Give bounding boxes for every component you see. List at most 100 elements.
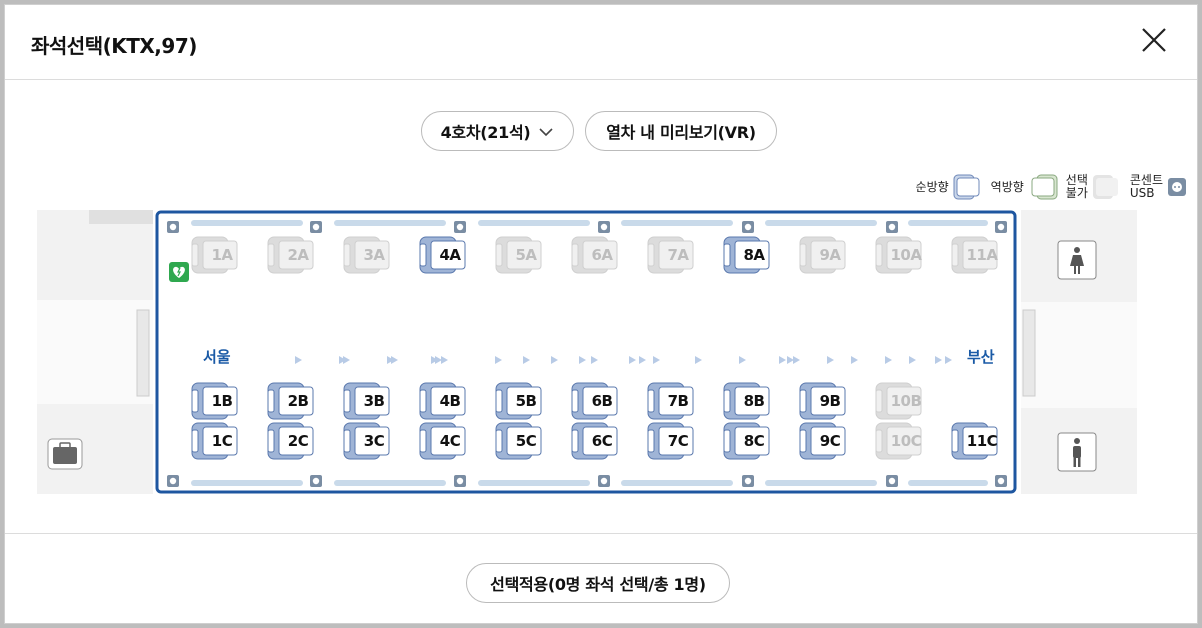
seat-4B[interactable]: 4B — [419, 382, 467, 420]
direction-arrow-icon — [785, 350, 797, 364]
luggage-icon — [47, 438, 83, 470]
outlet-icon — [886, 472, 898, 487]
seat-label: 8C — [743, 432, 765, 450]
unavailable-seat-icon — [1092, 175, 1118, 199]
seat-label: 9A — [819, 246, 841, 264]
seat-9B[interactable]: 9B — [799, 382, 847, 420]
seat-2A: 2A — [267, 236, 315, 274]
defibrillator-icon — [169, 262, 189, 282]
seat-9C[interactable]: 9C — [799, 422, 847, 460]
seat-10A: 10A — [875, 236, 923, 274]
outlet-icon — [1168, 178, 1186, 196]
direction-arrow-icon — [493, 350, 505, 364]
seat-label: 10C — [890, 432, 922, 450]
close-icon[interactable] — [1137, 23, 1171, 57]
departure-city: 서울 — [203, 348, 231, 366]
outlet-icon — [742, 218, 754, 233]
seat-label: 3C — [363, 432, 385, 450]
seat-label: 4C — [439, 432, 461, 450]
seat-2B[interactable]: 2B — [267, 382, 315, 420]
direction-arrow-icon — [737, 350, 749, 364]
seat-5B[interactable]: 5B — [495, 382, 543, 420]
window-rail — [765, 220, 877, 226]
outlet-icon — [454, 218, 466, 233]
direction-arrow-icon — [933, 350, 945, 364]
outlet-icon — [886, 218, 898, 233]
seat-1B[interactable]: 1B — [191, 382, 239, 420]
seat-label: 2A — [287, 246, 309, 264]
seat-7C[interactable]: 7C — [647, 422, 695, 460]
seat-1C[interactable]: 1C — [191, 422, 239, 460]
seat-8A[interactable]: 8A — [723, 236, 771, 274]
seat-11C[interactable]: 11C — [951, 422, 999, 460]
seat-label: 5C — [515, 432, 537, 450]
window-rail — [765, 480, 877, 486]
outlet-icon — [167, 472, 179, 487]
direction-arrow-icon — [521, 350, 533, 364]
direction-arrow-icon — [549, 350, 561, 364]
seat-3C[interactable]: 3C — [343, 422, 391, 460]
car-controls: 4호차(21석) 열차 내 미리보기(VR) — [5, 111, 1197, 153]
seat-7B[interactable]: 7B — [647, 382, 695, 420]
seat-label: 2C — [287, 432, 309, 450]
seat-label: 11A — [966, 246, 998, 264]
seat-label: 4A — [439, 246, 461, 264]
seat-3A: 3A — [343, 236, 391, 274]
direction-arrow-icon — [433, 350, 445, 364]
seat-label: 7C — [667, 432, 689, 450]
direction-arrow-icon — [777, 350, 789, 364]
seat-6C[interactable]: 6C — [571, 422, 619, 460]
car-select-dropdown[interactable]: 4호차(21석) — [421, 111, 574, 151]
seat-label: 3A — [363, 246, 385, 264]
seat-11A: 11A — [951, 236, 999, 274]
outlet-icon — [454, 472, 466, 487]
direction-arrow-icon — [943, 350, 955, 364]
seat-2C[interactable]: 2C — [267, 422, 315, 460]
seat-8B[interactable]: 8B — [723, 382, 771, 420]
seat-4C[interactable]: 4C — [419, 422, 467, 460]
apply-selection-button[interactable]: 선택적용(0명 좌석 선택/총 1명) — [466, 563, 730, 603]
window-rail — [191, 220, 303, 226]
car-select-label: 4호차(21석) — [440, 123, 531, 142]
seat-label: 7B — [667, 392, 689, 410]
seat-4A[interactable]: 4A — [419, 236, 467, 274]
seat-5C[interactable]: 5C — [495, 422, 543, 460]
direction-arrow-icon — [627, 350, 639, 364]
seat-selection-dialog: 좌석선택(KTX,97) 4호차(21석) 열차 내 미리보기(VR) 순방향 … — [4, 4, 1198, 624]
seat-label: 10B — [890, 392, 922, 410]
window-rail — [621, 480, 733, 486]
direction-arrow-icon — [907, 350, 919, 364]
seat-6B[interactable]: 6B — [571, 382, 619, 420]
direction-arrow-icon — [589, 350, 601, 364]
seat-3B[interactable]: 3B — [343, 382, 391, 420]
seat-label: 6B — [591, 392, 613, 410]
arrival-city: 부산 — [967, 348, 995, 366]
footer-divider — [5, 533, 1197, 534]
seat-label: 9C — [819, 432, 841, 450]
seat-label: 6A — [591, 246, 613, 264]
men-restroom-icon — [1057, 432, 1097, 472]
seat-label: 10A — [890, 246, 922, 264]
outlet-icon — [310, 218, 322, 233]
legend-forward: 순방향 — [916, 174, 983, 200]
dialog-title: 좌석선택(KTX,97) — [31, 34, 197, 58]
window-rail — [908, 480, 988, 486]
seat-label: 1A — [211, 246, 233, 264]
seat-label: 2B — [287, 392, 309, 410]
seat-6A: 6A — [571, 236, 619, 274]
outlet-icon — [310, 472, 322, 487]
direction-arrow-icon — [429, 350, 441, 364]
outlet-icon — [598, 472, 610, 487]
direction-arrow-icon — [341, 350, 353, 364]
forward-seat-icon — [953, 174, 980, 200]
seat-label: 1C — [211, 432, 233, 450]
seat-8C[interactable]: 8C — [723, 422, 771, 460]
vr-preview-button[interactable]: 열차 내 미리보기(VR) — [585, 111, 777, 151]
direction-arrow-icon — [385, 350, 397, 364]
seat-label: 4B — [439, 392, 461, 410]
seat-label: 8B — [743, 392, 765, 410]
seat-label: 8A — [743, 246, 765, 264]
